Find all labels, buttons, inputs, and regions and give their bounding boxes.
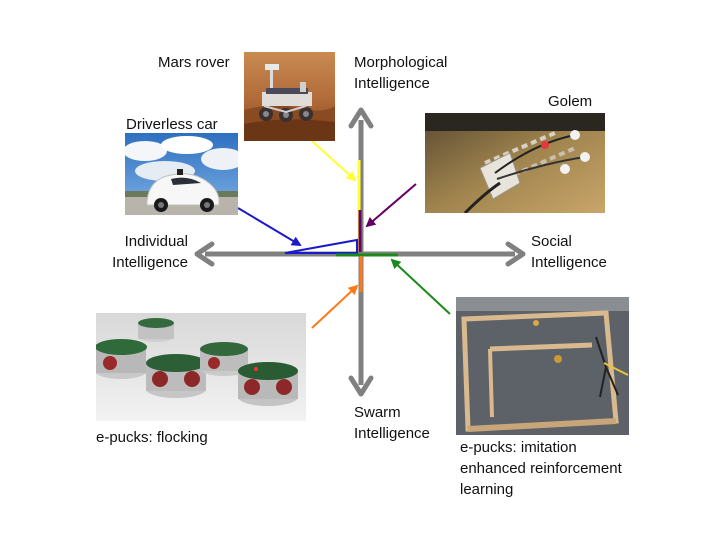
axis-label-bottom-line2: Intelligence (354, 425, 430, 442)
axis-arrow-right-icon (505, 241, 526, 267)
imitation-label: e-pucks: imitation enhanced reinforcemen… (460, 437, 622, 500)
imitation-connector (390, 258, 451, 315)
origin-markers (284, 160, 398, 292)
driverless-car-label: Driverless car (126, 116, 218, 133)
axis-label-bottom-line1: Swarm (354, 404, 401, 421)
golem-connector (365, 183, 417, 228)
mars-rover-connector (311, 140, 357, 182)
axis-label-left-line2: Intelligence (112, 254, 188, 271)
flocking-connector (311, 284, 359, 329)
imitation-label-line3: learning (460, 481, 514, 498)
axis-label-right-line2: Intelligence (531, 254, 607, 271)
axis-label-right-line1: Social (531, 233, 572, 250)
flocking-label: e-pucks: flocking (96, 429, 208, 446)
axis-label-left-line1: Individual (124, 233, 188, 250)
golem-label: Golem (548, 93, 593, 110)
epuck-flocking-photo (96, 313, 306, 421)
axis-label-bottom: Swarm Intelligence (354, 402, 430, 444)
axis-arrow-up-icon (348, 107, 374, 129)
axis-arrow-left-icon (194, 241, 215, 267)
axis-label-top: Morphological Intelligence (354, 52, 447, 94)
axis-label-right: Social Intelligence (531, 231, 607, 273)
axis-arrow-down-icon (348, 375, 374, 397)
mars-rover-label: Mars rover (158, 54, 230, 71)
driverless-car-connector (237, 207, 302, 247)
golem-robot-photo (425, 113, 605, 213)
axis-label-top-line1: Morphological (354, 54, 448, 71)
imitation-label-line1: e-pucks: imitation (460, 439, 577, 456)
axis-label-left: Individual Intelligence (106, 231, 188, 273)
imitation-label-line2: enhanced reinforcement (460, 460, 622, 477)
driverless-car-photo (125, 133, 238, 215)
mars-rover-photo (244, 52, 335, 141)
epuck-arena-photo (456, 297, 629, 435)
axis-label-top-line2: Intelligence (354, 75, 430, 92)
blue-marker (284, 238, 358, 254)
